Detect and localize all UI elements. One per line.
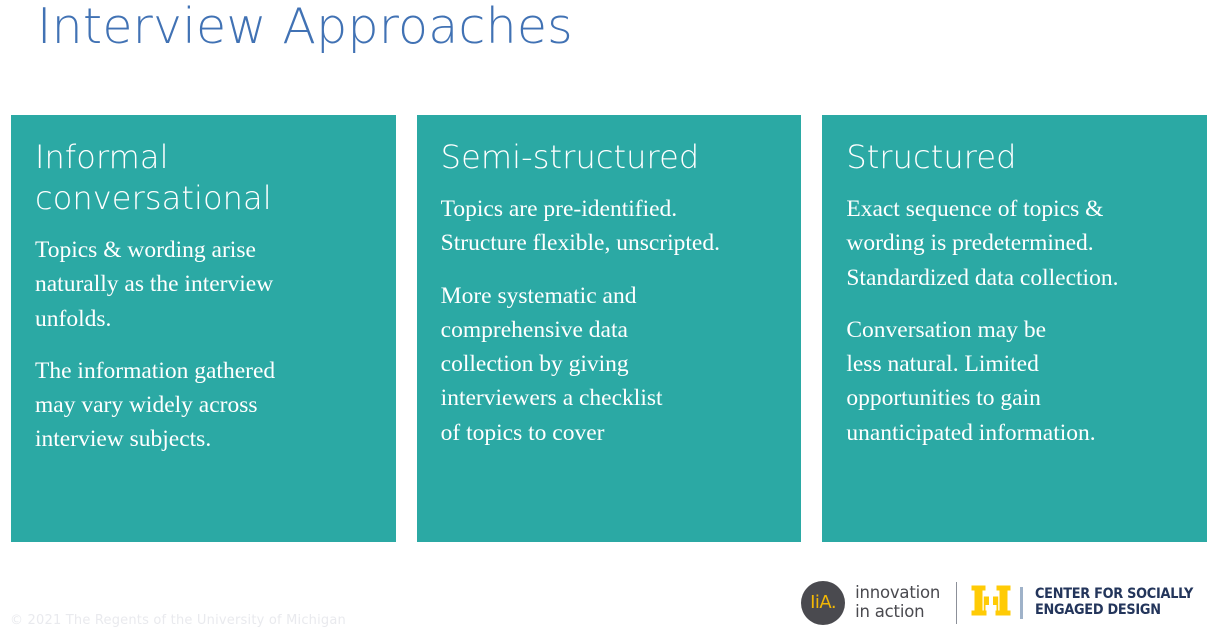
card-paragraph-line: unanticipated information. (846, 419, 1096, 446)
card-paragraph-line: comprehensive data (440, 316, 628, 343)
card-paragraph-line: opportunities to gain (846, 385, 1041, 412)
csed-wordmark: CENTER FOR SOCIALLY ENGAGED DESIGN (1035, 587, 1193, 618)
card-paragraph-line: Structure flexible, unscripted. (440, 230, 720, 257)
logo-divider (956, 582, 958, 624)
card-paragraph-line: collection by giving (440, 351, 629, 378)
card-heading: Semi-structured (441, 137, 778, 178)
card-paragraph-line: Exact sequence of topics & (846, 195, 1104, 222)
page-title: Interview Approaches (37, 0, 573, 55)
csed-wordmark-line: CENTER FOR SOCIALLY (1035, 586, 1194, 603)
card-informal-conversational: Informal conversational Topics & wording… (11, 115, 396, 542)
card-semi-structured: Semi-structured Topics are pre-identifie… (416, 115, 802, 542)
card-paragraph: Topics are pre-identified. Structure fle… (441, 192, 778, 261)
card-heading: Structured (846, 137, 1183, 178)
card-heading-line: Semi-structured (440, 138, 700, 176)
card-paragraph-line: Standardized data collection. (846, 264, 1119, 291)
card-paragraph: Topics & wording arise naturally as the … (35, 233, 372, 336)
card-paragraph-line: less natural. Limited (846, 351, 1039, 378)
card-heading-line: Structured (846, 138, 1017, 176)
iia-wordmark: innovation in action (855, 583, 941, 622)
umich-csed-logo: CENTER FOR SOCIALLY ENGAGED DESIGN (971, 585, 1207, 621)
card-paragraph-line: The information gathered (35, 357, 276, 384)
innovation-in-action-logo: IiA. innovation in action (801, 581, 940, 625)
card-paragraph-line: Topics are pre-identified. (440, 195, 678, 222)
block-m-icon (971, 585, 1011, 621)
card-paragraph: More systematic and comprehensive data c… (441, 279, 778, 450)
logo-bar-divider (1020, 587, 1024, 619)
card-heading-line: conversational (35, 178, 272, 217)
card-paragraph: Exact sequence of topics & wording is pr… (846, 192, 1183, 295)
iia-wordmark-line: innovation (855, 583, 941, 603)
csed-wordmark-line: ENGAGED DESIGN (1035, 602, 1161, 618)
iia-wordmark-line: in action (855, 602, 925, 621)
card-paragraph-line: interview subjects. (35, 426, 212, 453)
cards-row: Informal conversational Topics & wording… (11, 115, 1208, 542)
card-heading-line: Informal (35, 138, 169, 176)
iia-monogram-text: IiA. (810, 592, 837, 613)
footer-logos: IiA. innovation in action CENTER FOR SOC… (801, 578, 1207, 628)
card-paragraph-line: unfolds. (35, 305, 112, 332)
card-paragraph-line: may vary widely across (35, 392, 258, 419)
card-paragraph: Conversation may be less natural. Limite… (846, 313, 1183, 450)
card-paragraph-line: Topics & wording arise (35, 236, 256, 263)
card-paragraph-line: interviewers a checklist (440, 385, 663, 412)
iia-circle-icon: IiA. (801, 581, 846, 625)
card-paragraph-line: wording is predetermined. (846, 230, 1094, 257)
card-paragraph-line: naturally as the interview (35, 271, 274, 298)
card-paragraph-line: More systematic and (440, 282, 637, 309)
copyright-notice: © 2021 The Regents of the University of … (10, 613, 346, 628)
card-structured: Structured Exact sequence of topics & wo… (822, 115, 1208, 542)
card-paragraph-line: of topics to cover (440, 419, 605, 446)
card-paragraph: The information gathered may vary widely… (35, 354, 372, 457)
card-heading: Informal conversational (35, 137, 372, 219)
card-paragraph-line: Conversation may be (846, 316, 1047, 343)
